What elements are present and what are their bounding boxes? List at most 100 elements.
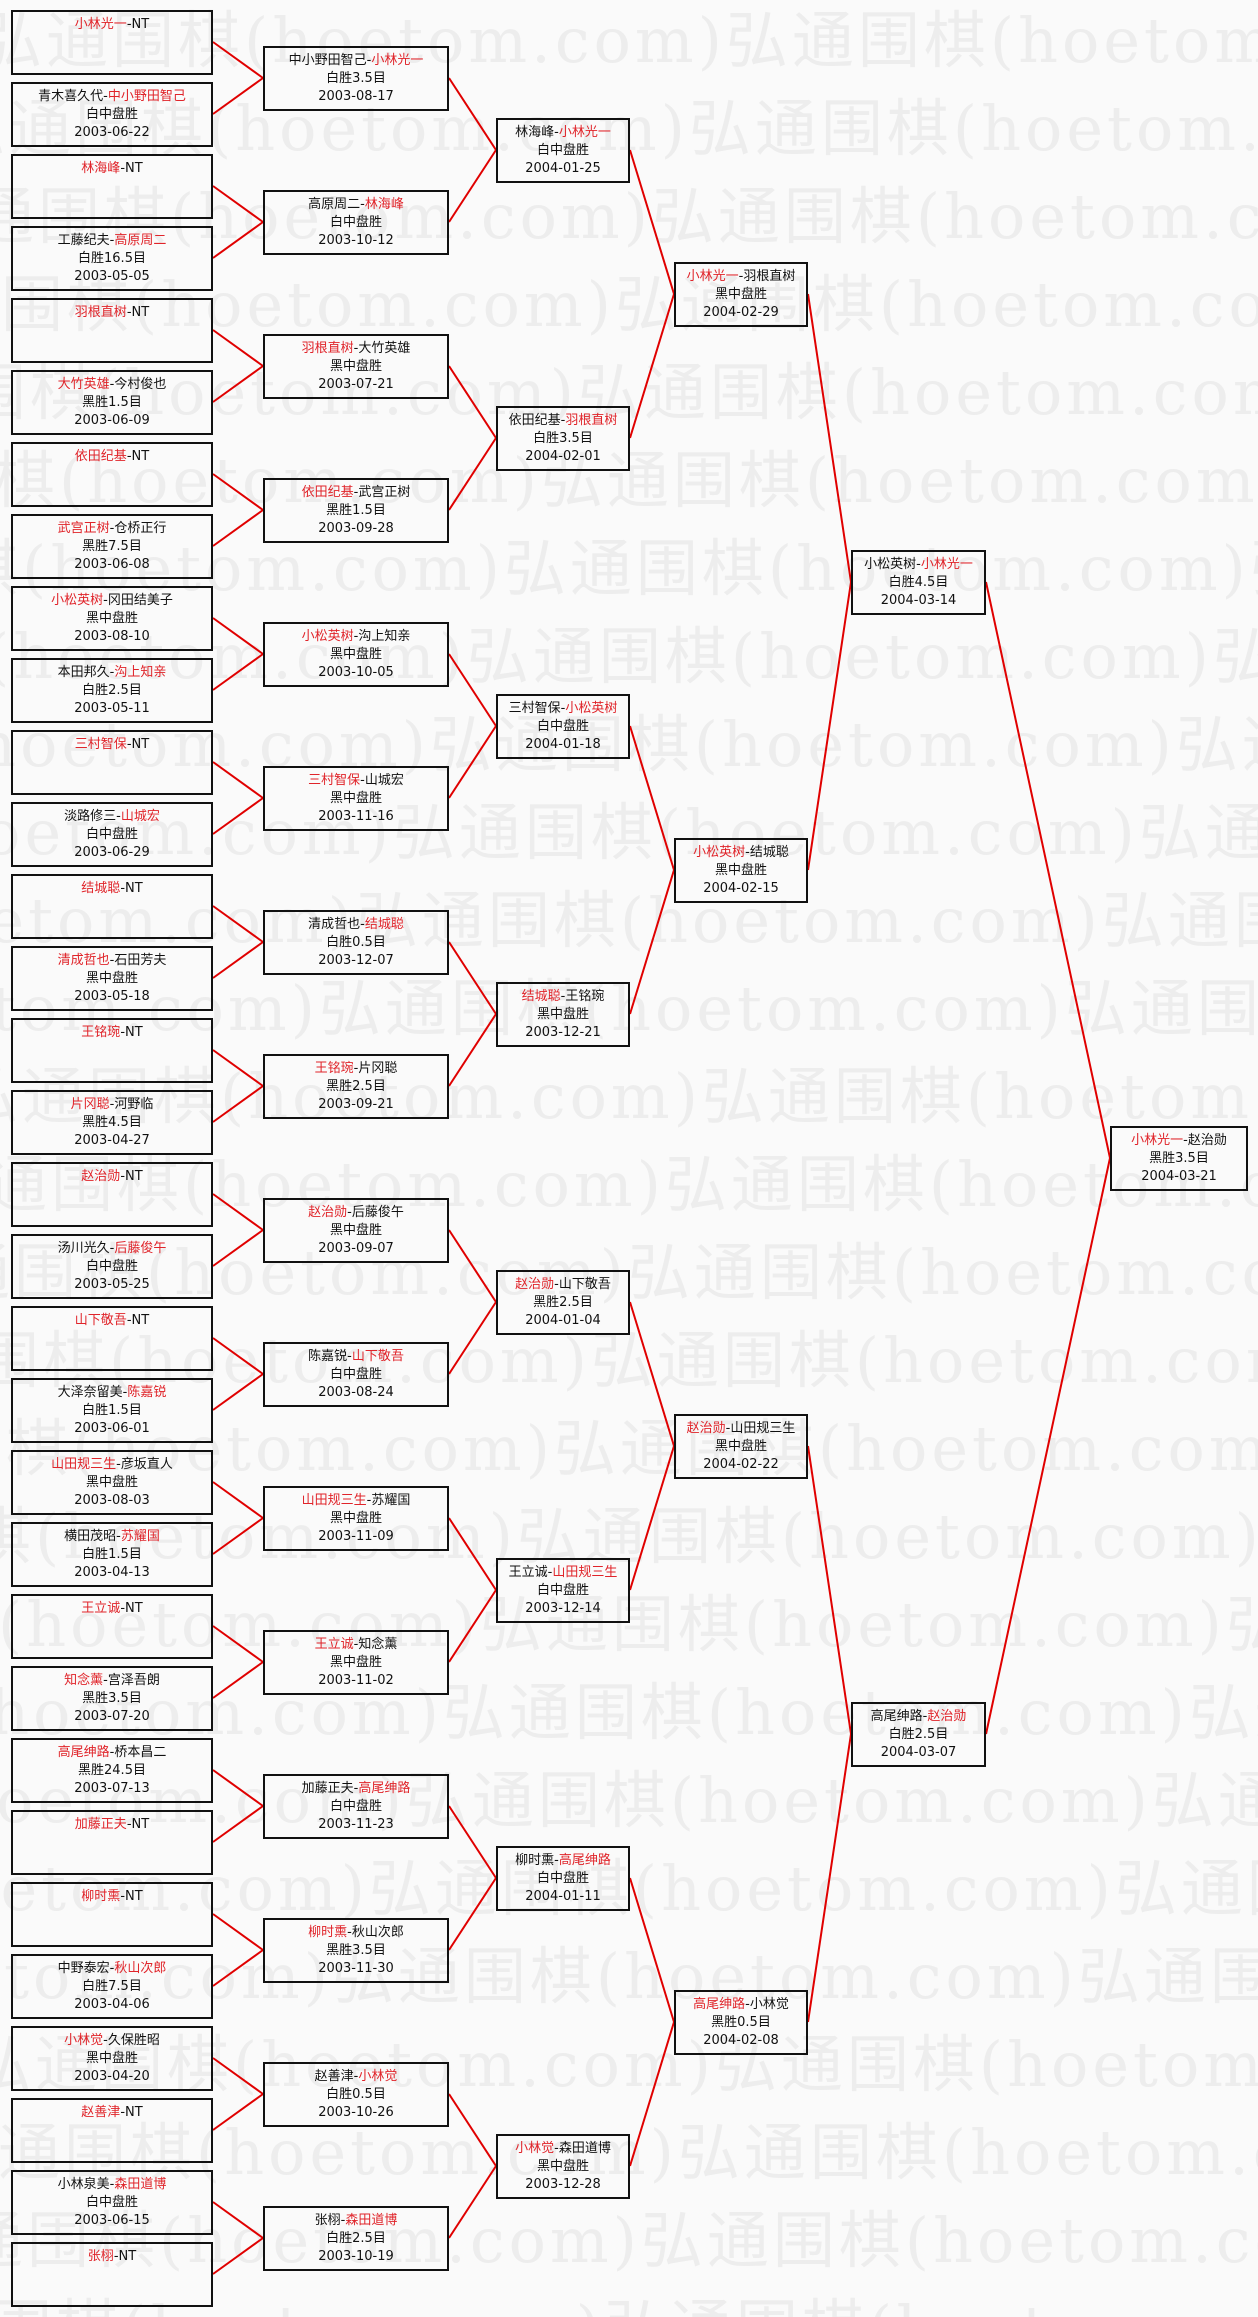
player-2: 秋山次郎	[114, 1961, 167, 1976]
match-result: 黑中盘胜	[714, 287, 767, 302]
player-2: 桥本昌二	[114, 1745, 167, 1760]
connector-line	[448, 1517, 497, 1591]
match-date: 2003-10-12	[318, 233, 394, 248]
watermark-text: 弘通围棋(hoetom.com)	[0, 1236, 628, 1309]
player-1: 王立诚	[314, 1637, 354, 1652]
connector-line	[212, 1085, 264, 1123]
match-result: 白胜16.5目	[78, 251, 146, 266]
separator: -	[120, 1169, 126, 1184]
separator: -	[547, 1565, 553, 1580]
player-1: 赵善津	[314, 2069, 354, 2084]
player-2: 山城宏	[364, 773, 404, 788]
match-players: 清成哲也-石田芳夫	[13, 952, 211, 970]
player-1: 知念薰	[64, 1673, 104, 1688]
player-2: 山下敬吾	[351, 1349, 404, 1364]
separator: -	[109, 953, 115, 968]
match-players: 大泽奈留美-陈嘉锐	[13, 1384, 211, 1402]
match-players: 小林光一-赵治勋	[1112, 1132, 1246, 1150]
match-result: 白中盘胜	[329, 1799, 382, 1814]
separator: -	[126, 17, 132, 32]
match-players: 陈嘉锐-山下敬吾	[265, 1348, 447, 1366]
connector-line	[448, 1589, 497, 1663]
player-1: 山田规三生	[301, 1493, 367, 1508]
player-2: NT	[125, 2105, 143, 2120]
separator: -	[120, 1601, 126, 1616]
separator: -	[745, 845, 750, 860]
player-2: 苏耀国	[120, 1529, 160, 1544]
separator: -	[360, 773, 365, 788]
match-date: 2004-01-18	[525, 737, 601, 752]
separator: -	[126, 1313, 132, 1328]
watermark-text: 弘通围棋(hoetom.com)	[318, 972, 1065, 1045]
player-2: 结城聪	[364, 917, 404, 932]
player-2: 赵治勋	[1187, 1133, 1227, 1148]
connector-line	[629, 293, 675, 439]
connector-line	[212, 797, 264, 835]
match-result: 白胜2.5目	[326, 2231, 386, 2246]
match-players: 三村智保-山城宏	[265, 772, 447, 790]
match-date: 2003-12-07	[318, 953, 394, 968]
watermark-text: 弘通围棋(hoetom.com)	[664, 1148, 1258, 1221]
match-date: 2003-08-10	[74, 629, 150, 644]
player-2: NT	[125, 161, 143, 176]
separator: -	[560, 989, 566, 1004]
watermark-text: 弘通围棋(hoetom.com)	[614, 268, 1258, 341]
player-2: 大竹英雄	[358, 341, 411, 356]
match-players: 高尾绅路-小林觉	[676, 1996, 806, 2014]
match-players: 依田纪基-武宫正树	[265, 484, 447, 502]
watermark-row: 弘通围棋(hoetom.com)弘通围棋(hoetom.com)弘通围棋(hoe…	[0, 1134, 1258, 1224]
match-players: 赵治勋-山下敬吾	[498, 1276, 628, 1294]
match-box-round-1: 羽根直树-NT	[11, 298, 213, 363]
player-1: 高尾绅路	[870, 1709, 923, 1724]
watermark-row: 弘通围棋(hoetom.com)弘通围棋(hoetom.com)弘通围棋(hoe…	[0, 1310, 1258, 1400]
match-date: 2004-03-14	[880, 593, 957, 608]
player-2: 小林光一	[371, 53, 424, 68]
connector-line	[212, 761, 264, 799]
player-1: 小松英树	[864, 557, 917, 572]
watermark-text: 弘通围棋(hoetom.com)	[0, 1940, 332, 2013]
watermark-text: 弘通围棋(hoetom.com)	[516, 1500, 1258, 1573]
match-date: 2003-07-21	[318, 377, 394, 392]
connector-line	[212, 1229, 264, 1267]
connector-line	[212, 1337, 264, 1375]
connector-line	[629, 1877, 675, 2023]
match-players: 片冈聪-河野临	[13, 1096, 211, 1114]
player-2: 林海峰	[364, 197, 404, 212]
player-2: 中小野田智己	[107, 89, 186, 104]
match-date: 2003-11-02	[318, 1673, 394, 1688]
match-players: 小松英树-冈田结美子	[13, 592, 211, 610]
connector-line	[212, 2201, 264, 2239]
separator: -	[109, 1097, 115, 1112]
player-2: 知念薰	[358, 1637, 398, 1652]
watermark-row: 弘通围棋(hoetom.com)弘通围棋(hoetom.com)弘通围棋(hoe…	[0, 2014, 1258, 2104]
player-1: 依田纪基	[74, 449, 127, 464]
player-1: 高尾绅路	[57, 1745, 110, 1760]
connector-line	[629, 2021, 675, 2167]
match-result: 黑胜3.5目	[326, 1943, 386, 1958]
match-players: 赵治勋-后藤俊午	[265, 1204, 447, 1222]
connector-line	[212, 653, 264, 691]
match-result: 白胜3.5目	[533, 431, 593, 446]
player-2: 小林觉	[749, 1997, 789, 2012]
watermark-text: 弘通围棋(hoetom.com)	[355, 884, 1102, 957]
match-date: 2003-04-27	[74, 1133, 150, 1148]
watermark-text: 弘通围棋(hoetom.com)	[0, 972, 319, 1045]
match-date: 2003-11-30	[318, 1961, 394, 1976]
watermark-text: 弘通围棋(hoetom.com)	[0, 796, 393, 869]
match-result: 黑胜0.5目	[711, 2015, 771, 2030]
watermark-text: 弘通围棋(hoetom.com)	[0, 2028, 715, 2101]
player-1: 三村智保	[308, 773, 361, 788]
watermark-text: 弘通围棋(hoetom.com)	[0, 2292, 604, 2317]
match-result: 白胜4.5目	[888, 575, 949, 590]
separator: -	[554, 1277, 559, 1292]
